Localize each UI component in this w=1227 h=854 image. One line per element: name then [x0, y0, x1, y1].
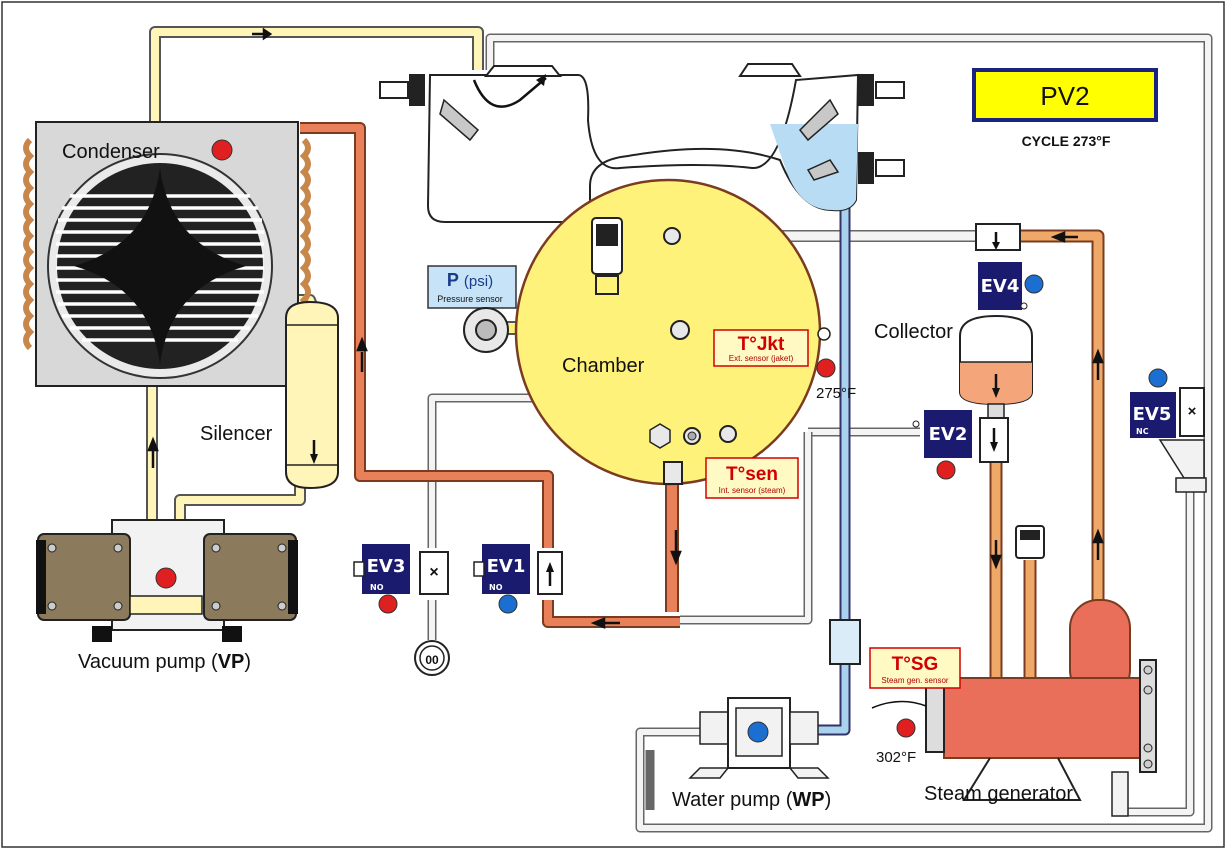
collector-label: Collector	[874, 321, 953, 343]
sg-sensor-sub: Steam gen. sensor	[881, 676, 948, 685]
jacket-sensor-title: T°Jkt	[738, 334, 785, 355]
water-tank	[379, 63, 905, 223]
chamber	[514, 178, 831, 486]
svg-text:NO: NO	[489, 583, 503, 592]
condenser	[23, 121, 311, 387]
svg-text:EV4: EV4	[981, 276, 1020, 297]
valve-ev2[interactable]: EV2	[912, 410, 1009, 463]
svg-text:EV5: EV5	[1133, 404, 1172, 425]
condenser-fan-indicator-red	[211, 139, 233, 161]
pressure-sensor: P (psi) Pressure sensor	[427, 265, 517, 353]
pressure-sensor-sub-label: Pressure sensor	[437, 294, 503, 304]
vacuum-pump-label: Vacuum pump (VP)	[78, 651, 251, 673]
svg-text:EV1: EV1	[487, 556, 526, 577]
ev1-indicator-blue	[498, 594, 518, 614]
svg-text:NO: NO	[370, 583, 384, 592]
steam-sensor-title: T°sen	[726, 464, 778, 485]
jacket-temperature-value: 275°F	[816, 385, 856, 402]
cycle-label: CYCLE 273°F	[1022, 133, 1111, 149]
svg-text:EV2: EV2	[929, 424, 968, 445]
svg-text:P (psi): P (psi)	[447, 270, 493, 290]
svg-text:NC: NC	[1136, 427, 1149, 436]
silencer	[285, 300, 339, 490]
valve-ev4[interactable]: EV4	[975, 223, 1028, 310]
steam-sensor-sub: Int. sensor (steam)	[719, 486, 786, 495]
svg-text:×: ×	[429, 564, 438, 581]
steam-generator-indicator-red	[896, 718, 916, 738]
vacuum-pump-indicator-red	[155, 567, 177, 589]
valve-ev1[interactable]: EV1 NO	[473, 544, 563, 595]
svg-text:×: ×	[1188, 403, 1197, 420]
water-pump-indicator-blue	[747, 721, 769, 743]
collector	[959, 314, 1033, 419]
ev5-indicator-blue	[1148, 368, 1168, 388]
program-title: PV2	[1040, 81, 1089, 111]
steam-pipe	[300, 122, 680, 628]
jacket-sensor-sub: Ext. sensor (jaket)	[729, 354, 794, 363]
valve-ev3[interactable]: EV3 NO ×	[353, 544, 449, 595]
ev2-indicator-red	[936, 460, 956, 480]
vacuum-pump	[36, 519, 298, 642]
steam-temperature-sensor: T°sen Int. sensor (steam)	[705, 457, 799, 499]
silencer-label: Silencer	[200, 423, 273, 445]
drain-outlet[interactable]: 00	[414, 640, 450, 676]
jacket-indicator-red	[816, 358, 836, 378]
sg-sensor-title: T°SG	[892, 654, 939, 675]
title-box: PV2	[972, 68, 1158, 122]
steam-generator-temperature-value: 302°F	[876, 749, 916, 766]
valve-ev5[interactable]: EV5 NC ×	[1130, 387, 1207, 493]
ev4-indicator-blue	[1024, 274, 1044, 294]
steam-generator-sensor: T°SG Steam gen. sensor	[869, 647, 961, 689]
condenser-label: Condenser	[62, 141, 160, 163]
chamber-label: Chamber	[562, 355, 645, 377]
svg-text:00: 00	[425, 653, 439, 667]
ev3-indicator-red	[378, 594, 398, 614]
svg-text:EV3: EV3	[367, 556, 406, 577]
water-pump-label: Water pump (WP)	[672, 789, 831, 811]
steam-generator-label: Steam generator	[924, 783, 1073, 805]
steam-generator	[871, 525, 1157, 817]
jacket-temperature-sensor: T°Jkt Ext. sensor (jaket)	[713, 329, 809, 367]
